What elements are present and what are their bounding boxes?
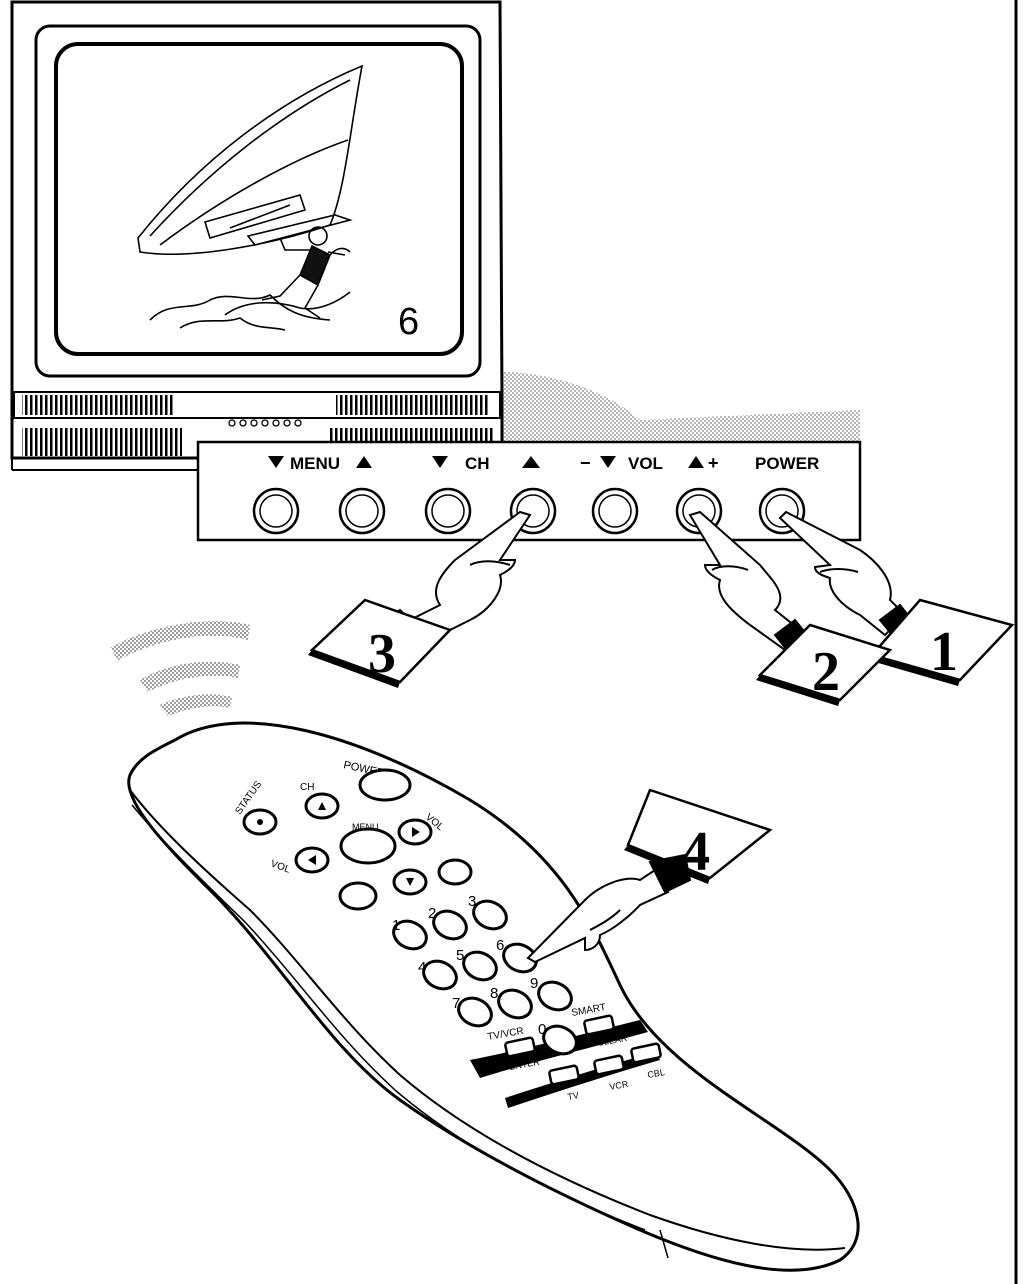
remote-right-button[interactable] bbox=[439, 860, 471, 884]
remote-ch-label: CH bbox=[300, 782, 314, 793]
ch-down-button[interactable] bbox=[426, 489, 470, 533]
remote-key-4-label: 4 bbox=[418, 959, 426, 976]
step-1-number: 1 bbox=[930, 621, 958, 683]
speaker-grille-lower-left bbox=[22, 428, 182, 456]
step-card-4: 4 bbox=[624, 790, 770, 884]
panel-power-label: POWER bbox=[755, 454, 819, 473]
speaker-grille-left bbox=[22, 395, 174, 415]
television: 6 bbox=[12, 2, 860, 470]
menu-down-button[interactable] bbox=[254, 489, 298, 533]
panel-ch-label: CH bbox=[465, 454, 490, 473]
speaker-grille-right bbox=[336, 395, 488, 415]
remote-key-5-label: 5 bbox=[456, 947, 464, 964]
remote-key-8-label: 8 bbox=[490, 985, 498, 1002]
remote-key-9-label: 9 bbox=[530, 975, 538, 992]
control-panel: MENU CH − VOL + POWER bbox=[198, 442, 860, 540]
vol-down-button[interactable] bbox=[593, 489, 637, 533]
remote-power-button[interactable] bbox=[360, 770, 410, 800]
remote-control: POWER STATUS CH VOL VOL MENU + bbox=[129, 723, 858, 1270]
remote-tv-label: TV bbox=[567, 1090, 580, 1102]
panel-menu-label: MENU bbox=[290, 454, 340, 473]
remote-key-7-label: 7 bbox=[452, 995, 460, 1012]
step-2-number: 2 bbox=[812, 641, 840, 703]
remote-key-0-label: 0 bbox=[538, 1021, 546, 1038]
panel-vol-label: VOL bbox=[628, 454, 663, 473]
remote-left-button[interactable] bbox=[340, 883, 376, 909]
step-3-number: 3 bbox=[368, 623, 396, 685]
remote-menu-button[interactable] bbox=[341, 829, 395, 863]
tv-channel-number: 6 bbox=[398, 301, 419, 343]
remote-signal-waves-icon bbox=[110, 621, 250, 716]
panel-minus-sign: − bbox=[580, 453, 591, 473]
remote-key-2-label: 2 bbox=[428, 905, 436, 922]
panel-plus-sign: + bbox=[708, 453, 719, 473]
menu-up-button[interactable] bbox=[340, 489, 384, 533]
remote-key-1-label: 1 bbox=[392, 917, 400, 934]
remote-key-3-label: 3 bbox=[468, 893, 476, 910]
remote-key-6-label: 6 bbox=[496, 937, 504, 954]
